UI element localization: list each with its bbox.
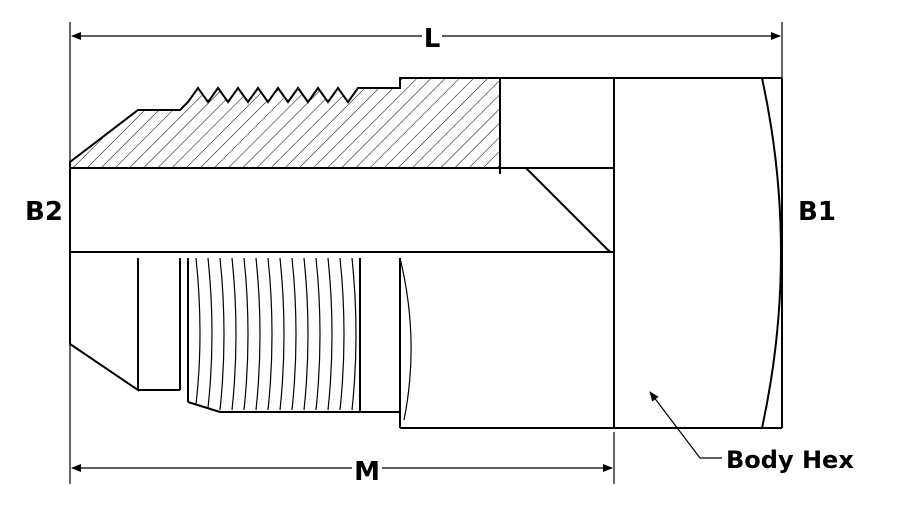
bore [69, 162, 615, 258]
label-body-hex: Body Hex [726, 446, 854, 474]
lower-external [69, 257, 614, 429]
label-l: L [424, 24, 441, 54]
label-b1: B1 [798, 197, 836, 227]
label-b2: B2 [25, 197, 63, 227]
label-m: M [354, 457, 380, 487]
hex-end [613, 77, 783, 429]
upper-section [69, 77, 782, 169]
body-hex-leader [649, 391, 722, 459]
